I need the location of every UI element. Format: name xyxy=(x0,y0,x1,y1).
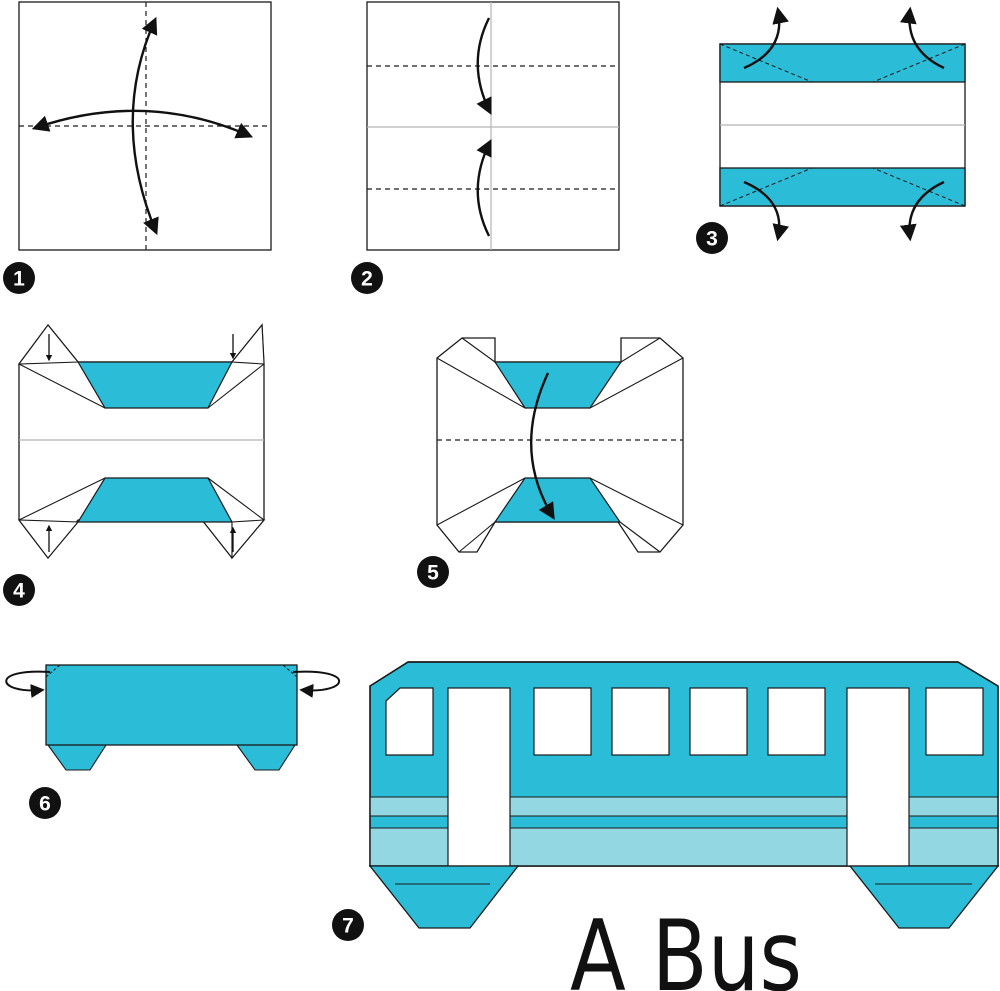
svg-text:4: 4 xyxy=(13,580,25,603)
diagonal-fold xyxy=(719,43,813,83)
wheel-rear xyxy=(848,865,1000,929)
diagonal-fold xyxy=(872,43,966,83)
curved-arrow-icon xyxy=(743,6,789,70)
blue-panel-top xyxy=(76,361,233,409)
curved-arrow-icon xyxy=(899,180,945,242)
door-front xyxy=(447,687,511,867)
blue-flap-top xyxy=(719,43,966,83)
window-front xyxy=(385,687,434,756)
step-5-figure xyxy=(436,337,684,553)
paper-square xyxy=(366,1,620,251)
curved-arrow-icon xyxy=(476,17,492,116)
window xyxy=(611,687,670,756)
step-badge-5: 5 xyxy=(417,556,449,588)
curved-arrow-icon xyxy=(529,372,555,520)
wheel-right xyxy=(235,744,297,771)
window-rear xyxy=(925,687,984,756)
curved-arrow-icon xyxy=(900,6,945,70)
step-badge-1: 1 xyxy=(3,262,35,294)
step-badge-4: 4 xyxy=(3,574,35,606)
step-1-figure xyxy=(18,1,272,251)
blue-panel-bottom xyxy=(76,477,234,523)
step-2-figure xyxy=(366,1,620,251)
step-badge-7: 7 xyxy=(332,909,364,941)
svg-text:3: 3 xyxy=(706,228,718,251)
finished-bus xyxy=(368,661,1000,929)
curved-arrow-icon xyxy=(743,180,789,242)
turn-over-arrow-icon xyxy=(292,670,341,698)
curved-arrow-icon xyxy=(476,138,492,237)
svg-text:2: 2 xyxy=(361,268,373,291)
corner-triangle xyxy=(230,323,265,365)
step-6-figure xyxy=(5,664,341,771)
step-badge-3: 3 xyxy=(696,222,728,254)
wheel-left xyxy=(46,744,108,771)
step-3-figure xyxy=(719,6,966,242)
window xyxy=(533,687,592,756)
step-badge-6: 6 xyxy=(29,787,61,819)
door-rear xyxy=(846,687,910,867)
svg-text:5: 5 xyxy=(427,562,439,585)
turn-over-arrow-icon xyxy=(5,670,51,698)
corner-fold-lines xyxy=(45,664,298,678)
curved-arrow-icon xyxy=(131,16,159,236)
svg-text:6: 6 xyxy=(39,793,51,816)
step-4-figure xyxy=(17,323,266,560)
window xyxy=(689,687,748,756)
step-badge-2: 2 xyxy=(351,262,383,294)
flap-lines xyxy=(436,337,684,553)
svg-text:1: 1 xyxy=(13,268,25,291)
blue-flap-bottom xyxy=(719,167,966,207)
wheel-front xyxy=(368,865,520,929)
bus-body-flat xyxy=(45,664,298,746)
diagonal-fold xyxy=(872,167,966,207)
stripe-upper xyxy=(370,797,998,816)
window xyxy=(767,687,826,756)
svg-text:7: 7 xyxy=(342,915,354,938)
diagonal-fold xyxy=(719,167,813,207)
model-title: A Bus xyxy=(570,900,802,991)
corner-triangle xyxy=(231,519,266,560)
